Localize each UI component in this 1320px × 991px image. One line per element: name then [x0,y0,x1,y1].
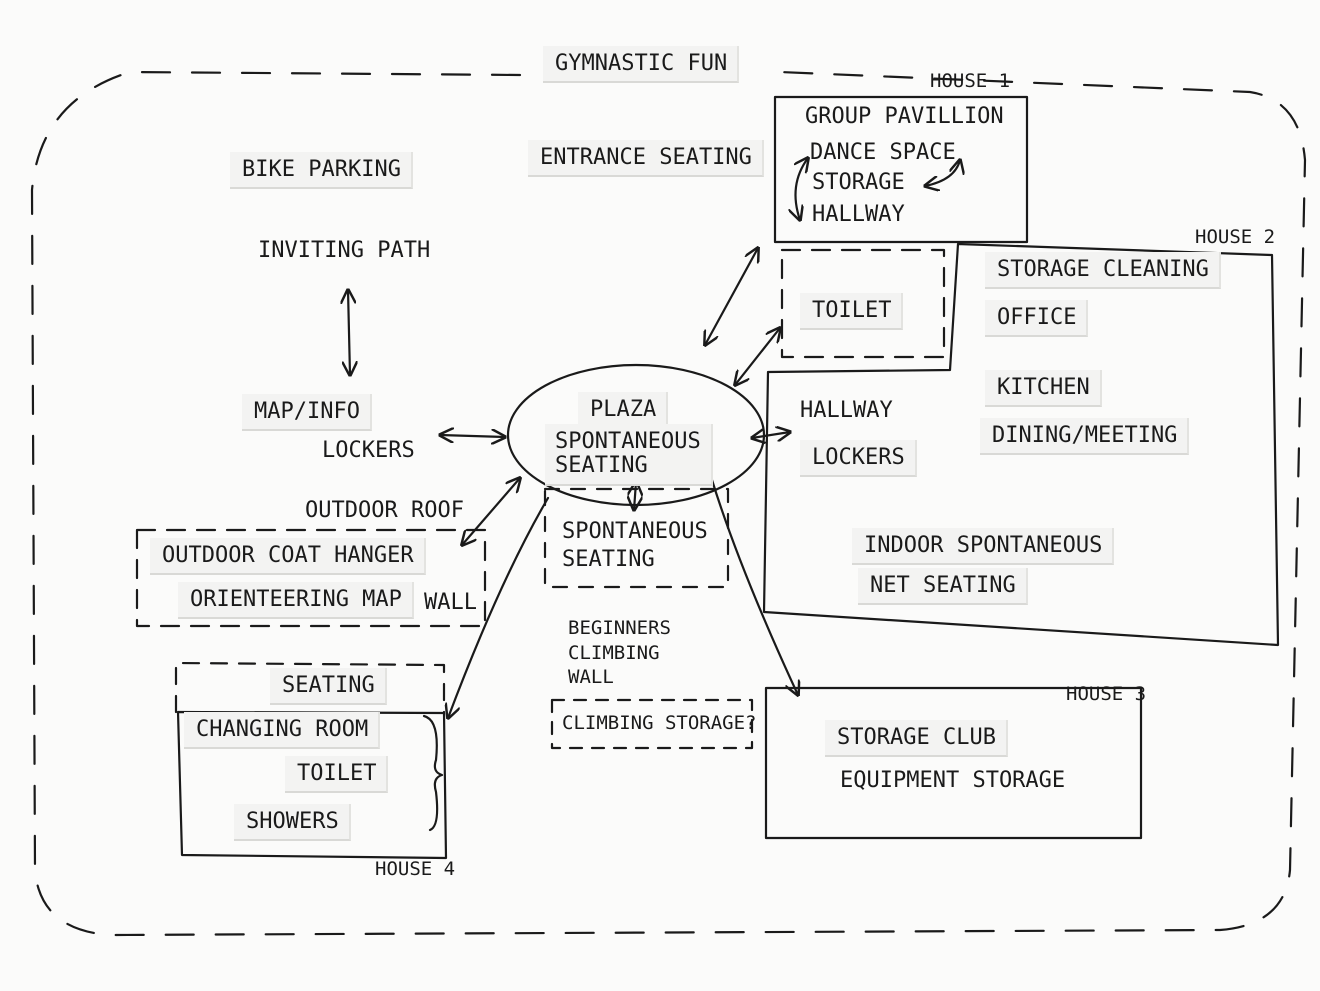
house1-label: HOUSE 1 [930,70,1011,92]
house3-box [764,686,1143,840]
plaza-spontaneous-line1: SPONTANEOUS [555,429,701,454]
house1-box [773,95,1029,244]
arrow-lockers-plaza [440,435,505,437]
toilet-house4: TOILET [285,756,389,793]
arrow-plaza-roof [462,478,520,545]
showers: SHOWERS [234,804,351,841]
arrow-plaza-house3 [710,478,798,695]
arrow-dance-hallway [796,158,809,220]
climbing-storage: CLIMBING STORAGE? [562,712,757,734]
hallway-house2-label: HALLWAY [800,398,893,423]
outdoor-coat-hanger: OUTDOOR COAT HANGER [150,538,426,575]
wall-label: WALL [424,590,477,615]
south-spontaneous-line2: SEATING [562,546,655,572]
house4-brace [422,714,444,832]
kitchen: KITCHEN [985,370,1102,407]
outdoor-roof-box [135,528,487,628]
hallway-house1-label: HALLWAY [812,202,905,227]
lockers-house2: LOCKERS [800,440,917,477]
arrow-storage-dance [925,160,960,186]
inviting-path: INVITING PATH [258,238,431,263]
changing-room: CHANGING ROOM [184,712,381,749]
plaza-spontaneous-seating: SPONTANEOUS SEATING [545,424,713,487]
map-info: MAP/INFO [242,394,372,431]
south-spontaneous-line1: SPONTANEOUS [562,519,708,544]
beginners-line1: BEGINNERS [568,617,671,639]
outdoor-roof: OUTDOOR ROOF [305,498,464,523]
equipment-storage: EQUIPMENT STORAGE [840,768,1066,793]
house3-label: HOUSE 3 [1066,683,1147,705]
lockers-outdoor: LOCKERS [322,438,415,463]
arrow-plaza-house1 [705,248,758,345]
house4-seating-dashed [174,661,446,714]
arrow-plaza-house4 [448,496,550,718]
site-title: GYMNASTIC FUN [543,46,740,83]
climbing-storage-box [550,698,754,750]
beginners-line2: CLIMBING [568,641,660,664]
arrow-path-map [348,290,350,375]
house2-box [762,242,1280,647]
storage-label: STORAGE [812,170,905,195]
entrance-seating: ENTRANCE SEATING [528,140,764,177]
storage-cleaning: STORAGE CLEANING [985,252,1221,289]
seating-house4: SEATING [270,668,387,705]
net-seating: NET SEATING [858,568,1028,605]
plaza: PLAZA [578,392,669,429]
beginners-line3: WALL [568,666,614,689]
bike-parking: BIKE PARKING [230,152,413,189]
office: OFFICE [985,300,1089,337]
arrow-plaza-hallway [752,432,790,438]
beginners-climbing-wall: BEGINNERS CLIMBING WALL [568,616,671,690]
house2-toilet-box [780,248,946,359]
arrow-plaza-south [634,482,636,510]
storage-club: STORAGE CLUB [825,720,1008,757]
dance-space-label: DANCE SPACE [810,140,956,165]
house4-label: HOUSE 4 [375,858,456,880]
orienteering-map: ORIENTEERING MAP [178,582,414,619]
indoor-spontaneous: INDOOR SPONTANEOUS [852,528,1115,565]
dining-meeting: DINING/MEETING [980,418,1190,455]
group-pavillion-label: GROUP PAVILLION [805,104,1004,129]
toilet-house2: TOILET [800,293,904,330]
house2-label: HOUSE 2 [1195,226,1276,248]
arrow-plaza-toilet [735,328,780,385]
plaza-spontaneous-line2: SEATING [555,453,648,479]
south-spontaneous-seating: SPONTANEOUS SEATING [562,518,708,573]
